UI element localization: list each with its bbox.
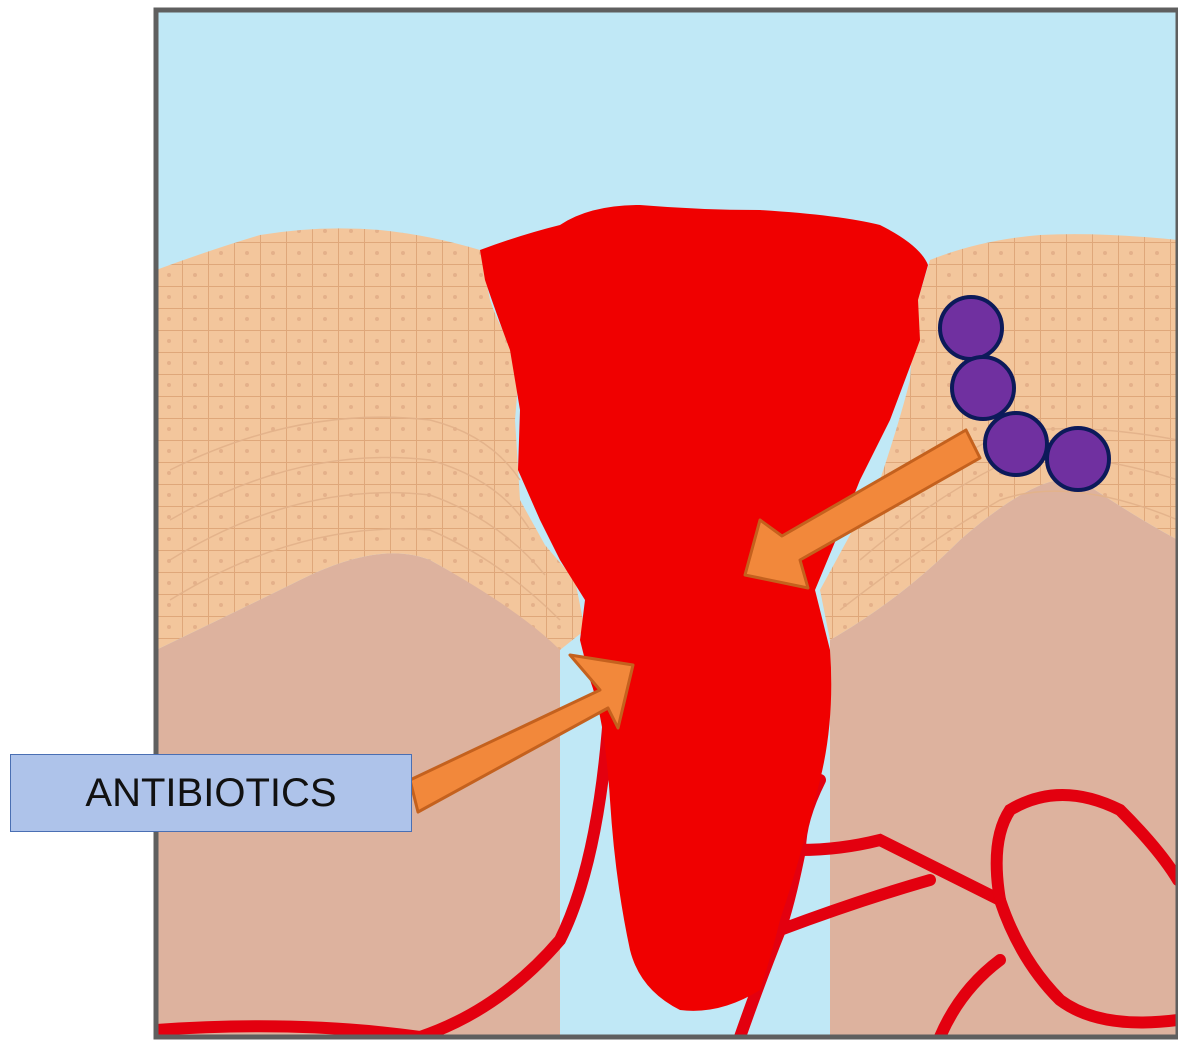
bacterium-1 xyxy=(940,297,1002,359)
bacterium-3 xyxy=(985,413,1047,475)
antibiotics-label-text: ANTIBIOTICS xyxy=(85,771,336,816)
bacterium-2 xyxy=(952,357,1014,419)
bacterium-4 xyxy=(1047,428,1109,490)
antibiotics-label: ANTIBIOTICS xyxy=(10,754,412,832)
